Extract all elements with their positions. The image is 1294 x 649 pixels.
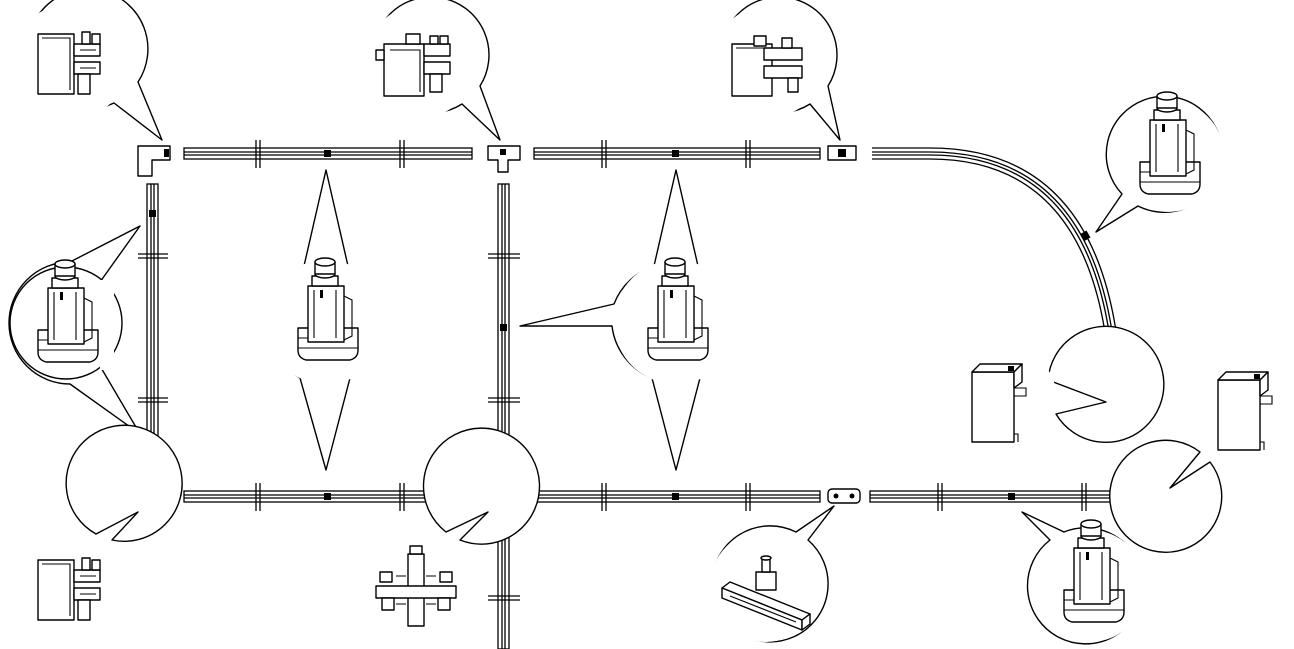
callout-ceiling-mount-bracket xyxy=(710,505,835,643)
callout-t-connector xyxy=(364,0,501,141)
callout-ceiling-glider-curve xyxy=(1095,91,1224,233)
l-corner-connector-icon xyxy=(37,557,101,621)
t-connector-icon xyxy=(375,33,451,97)
callout-corner-connector-top-left xyxy=(12,0,163,141)
top-track xyxy=(183,140,821,168)
callout-ceiling-glider-center-vertical xyxy=(519,169,738,471)
bottom-track xyxy=(183,483,1168,511)
callout-end-cap-curve-end xyxy=(945,325,1165,456)
callout-cross-connector xyxy=(360,427,541,644)
callout-straight-connector xyxy=(712,0,841,141)
callout-ceiling-glider-bottom-right xyxy=(1021,511,1146,645)
l-corner-connector-icon xyxy=(37,31,101,95)
straight-connector-icon xyxy=(731,35,803,97)
callout-ceiling-glider-left-bay xyxy=(264,169,388,471)
center-vertical-track xyxy=(488,183,520,649)
callout-end-cap-bottom-right xyxy=(1109,355,1294,553)
callout-corner-connector-bottom-left xyxy=(14,424,183,644)
callout-ceiling-glider-left-vertical xyxy=(8,225,141,435)
